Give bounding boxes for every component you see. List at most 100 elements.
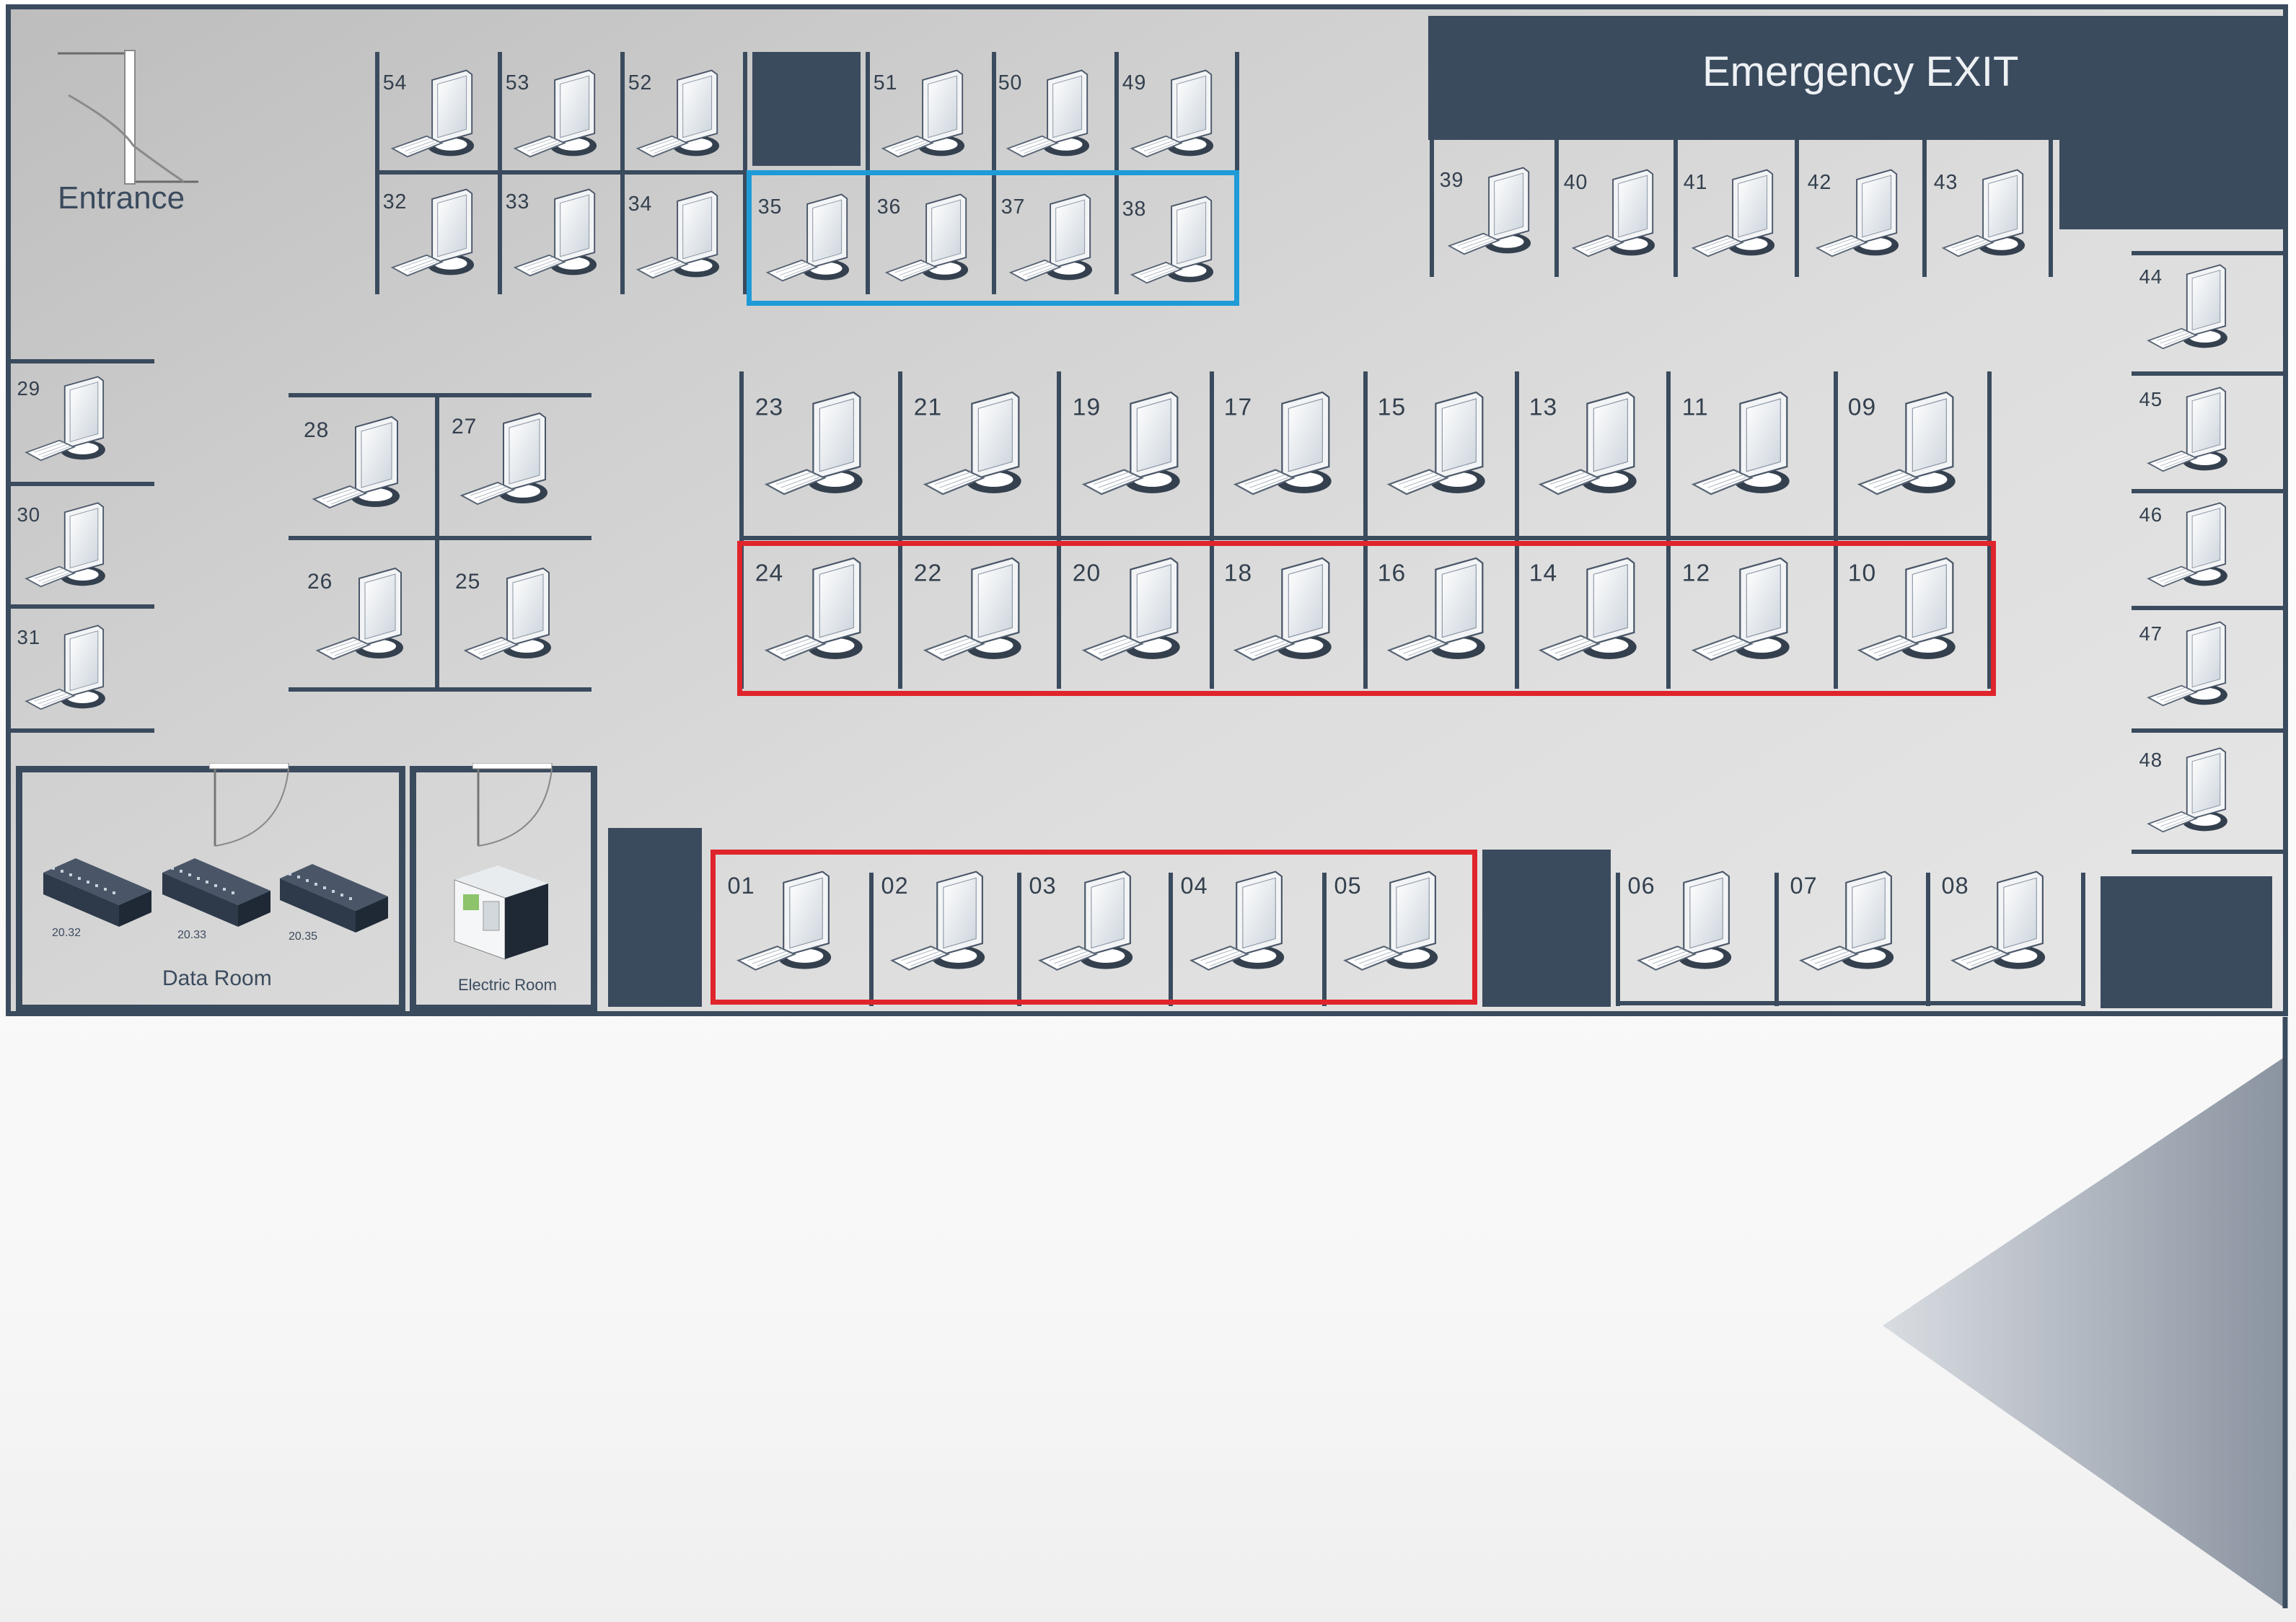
computer-icon bbox=[764, 557, 863, 661]
workstation-44[interactable]: 44 bbox=[2135, 260, 2235, 359]
computer-icon bbox=[923, 391, 1021, 495]
workstation-09[interactable]: 09 bbox=[1843, 386, 1964, 507]
workstation-04[interactable]: 04 bbox=[1176, 865, 1293, 982]
workstation-number: 30 bbox=[17, 504, 41, 526]
workstation-32[interactable]: 32 bbox=[379, 184, 482, 287]
workstation-23[interactable]: 23 bbox=[750, 386, 871, 507]
workstation-number: 16 bbox=[1377, 560, 1407, 587]
workstation-number: 37 bbox=[1000, 195, 1026, 219]
partition bbox=[1057, 371, 1061, 689]
workstation-06[interactable]: 06 bbox=[1623, 865, 1740, 982]
computer-icon bbox=[2147, 621, 2227, 707]
workstation-48[interactable]: 48 bbox=[2135, 743, 2235, 842]
computer-icon bbox=[1081, 391, 1180, 495]
computer-icon bbox=[312, 415, 400, 509]
highlight-group-red-middle bbox=[737, 541, 1996, 696]
highlight-group-blue bbox=[747, 170, 1239, 306]
workstation-number: 48 bbox=[2139, 749, 2163, 772]
workstation-43[interactable]: 43 bbox=[1930, 164, 2033, 268]
workstation-24[interactable]: 24 bbox=[750, 552, 871, 673]
partition bbox=[9, 482, 154, 486]
computer-icon bbox=[1008, 193, 1093, 282]
workstation-26[interactable]: 26 bbox=[303, 563, 411, 671]
workstation-28[interactable]: 28 bbox=[299, 411, 408, 519]
workstation-10[interactable]: 10 bbox=[1843, 552, 1964, 673]
switch-label: 20.32 bbox=[52, 927, 82, 939]
workstation-16[interactable]: 16 bbox=[1373, 552, 1494, 673]
workstation-22[interactable]: 22 bbox=[909, 552, 1030, 673]
workstation-46[interactable]: 46 bbox=[2135, 498, 2235, 597]
computer-icon bbox=[390, 69, 475, 158]
workstation-15[interactable]: 15 bbox=[1373, 386, 1494, 507]
partition bbox=[1363, 371, 1368, 689]
workstation-number: 41 bbox=[1683, 171, 1708, 194]
computer-icon bbox=[1081, 557, 1180, 661]
computer-icon bbox=[2147, 387, 2227, 472]
workstation-25[interactable]: 25 bbox=[451, 563, 559, 671]
workstation-39[interactable]: 39 bbox=[1435, 162, 1539, 265]
computer-icon bbox=[315, 567, 403, 661]
workstation-13[interactable]: 13 bbox=[1524, 386, 1645, 507]
partition bbox=[869, 873, 874, 1006]
workstation-number: 12 bbox=[1681, 560, 1711, 587]
workstation-52[interactable]: 52 bbox=[624, 65, 727, 168]
computer-icon bbox=[884, 193, 969, 282]
workstation-03[interactable]: 03 bbox=[1024, 865, 1141, 982]
workstation-35[interactable]: 35 bbox=[754, 189, 857, 292]
workstation-02[interactable]: 02 bbox=[876, 865, 993, 982]
computer-icon bbox=[2147, 264, 2227, 350]
workstation-number: 25 bbox=[455, 570, 481, 594]
workstation-07[interactable]: 07 bbox=[1785, 865, 1902, 982]
computer-icon bbox=[25, 502, 105, 588]
workstation-37[interactable]: 37 bbox=[997, 189, 1100, 292]
workstation-01[interactable]: 01 bbox=[723, 865, 840, 982]
computer-icon bbox=[1691, 557, 1790, 661]
workstation-41[interactable]: 41 bbox=[1679, 164, 1782, 268]
workstation-number: 44 bbox=[2139, 266, 2163, 288]
data-room-door-icon bbox=[209, 763, 289, 847]
workstation-27[interactable]: 27 bbox=[447, 407, 555, 516]
network-switch-icon bbox=[43, 858, 151, 927]
computer-icon bbox=[881, 69, 965, 158]
workstation-19[interactable]: 19 bbox=[1068, 386, 1189, 507]
workstation-number: 32 bbox=[382, 190, 408, 213]
workstation-51[interactable]: 51 bbox=[869, 65, 972, 168]
workstation-38[interactable]: 38 bbox=[1118, 191, 1221, 294]
workstation-17[interactable]: 17 bbox=[1219, 386, 1340, 507]
workstation-number: 26 bbox=[307, 570, 333, 594]
computer-icon bbox=[513, 69, 597, 158]
workstation-54[interactable]: 54 bbox=[379, 65, 482, 168]
workstation-12[interactable]: 12 bbox=[1677, 552, 1798, 673]
workstation-number: 40 bbox=[1563, 171, 1588, 194]
workstation-11[interactable]: 11 bbox=[1677, 386, 1798, 507]
workstation-31[interactable]: 31 bbox=[13, 620, 113, 720]
workstation-number: 50 bbox=[998, 71, 1023, 94]
workstation-18[interactable]: 18 bbox=[1219, 552, 1340, 673]
workstation-20[interactable]: 20 bbox=[1068, 552, 1189, 673]
computer-icon bbox=[1857, 557, 1956, 661]
workstation-number: 08 bbox=[1941, 873, 1969, 899]
workstation-number: 20 bbox=[1072, 560, 1101, 587]
computer-icon bbox=[513, 188, 597, 277]
workstation-number: 27 bbox=[452, 415, 478, 438]
workstation-08[interactable]: 08 bbox=[1937, 865, 2054, 982]
workstation-53[interactable]: 53 bbox=[501, 65, 604, 168]
computer-icon bbox=[1342, 870, 1438, 971]
workstation-30[interactable]: 30 bbox=[13, 498, 113, 597]
workstation-47[interactable]: 47 bbox=[2135, 617, 2235, 716]
workstation-42[interactable]: 42 bbox=[1803, 164, 1906, 268]
workstation-29[interactable]: 29 bbox=[13, 371, 113, 471]
workstation-36[interactable]: 36 bbox=[873, 189, 976, 292]
column-block-top bbox=[752, 52, 861, 166]
workstation-34[interactable]: 34 bbox=[624, 186, 727, 289]
workstation-21[interactable]: 21 bbox=[909, 386, 1030, 507]
workstation-05[interactable]: 05 bbox=[1329, 865, 1446, 982]
workstation-45[interactable]: 45 bbox=[2135, 382, 2235, 482]
partition bbox=[1554, 140, 1559, 277]
workstation-33[interactable]: 33 bbox=[501, 184, 604, 287]
workstation-50[interactable]: 50 bbox=[994, 65, 1097, 168]
workstation-14[interactable]: 14 bbox=[1524, 552, 1645, 673]
workstation-49[interactable]: 49 bbox=[1118, 65, 1221, 168]
workstation-40[interactable]: 40 bbox=[1560, 164, 1663, 268]
workstation-number: 33 bbox=[505, 190, 530, 213]
